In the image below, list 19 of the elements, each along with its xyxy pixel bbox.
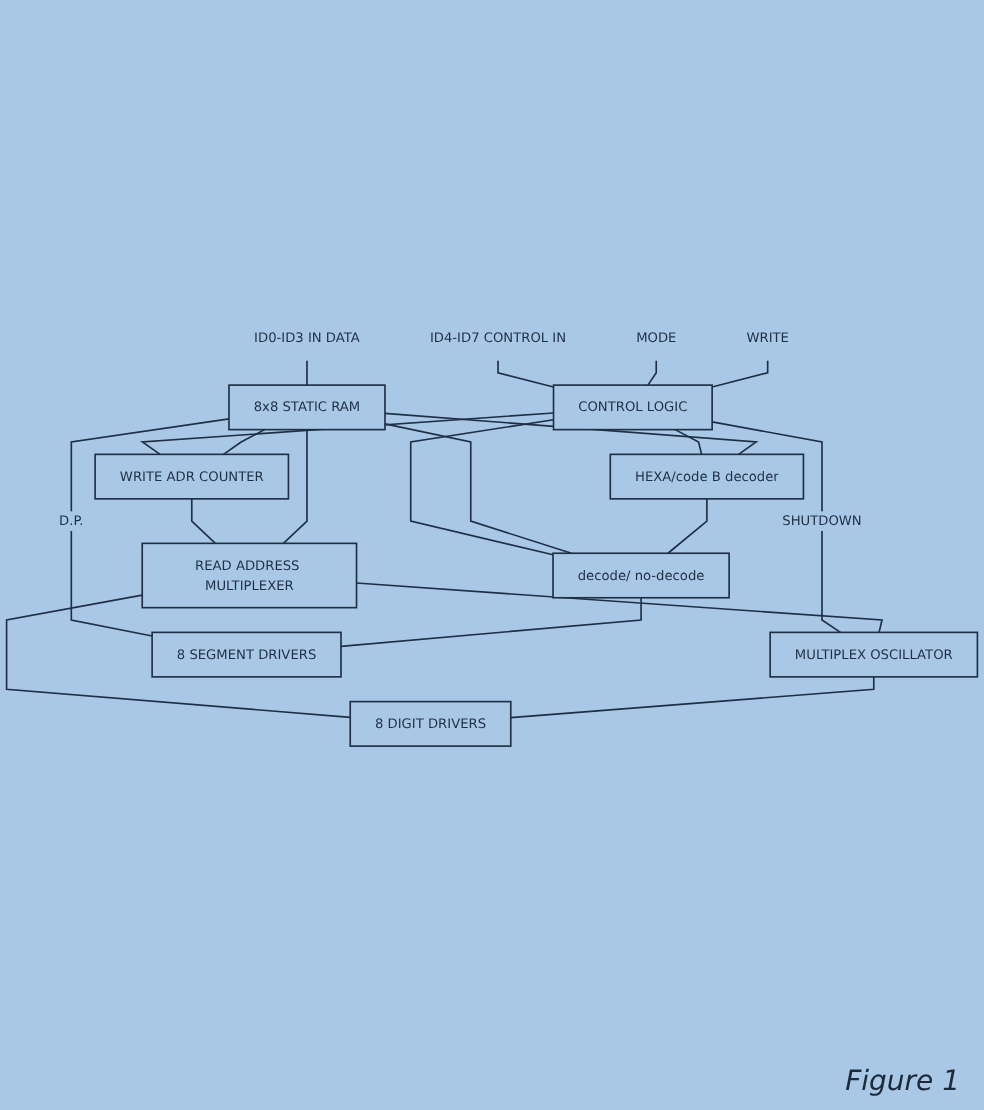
connector xyxy=(222,428,266,456)
figure-caption: Figure 1 xyxy=(845,1064,960,1102)
connector xyxy=(674,428,703,456)
connector xyxy=(5,594,352,719)
connector xyxy=(409,418,555,556)
connector xyxy=(384,412,759,456)
connector xyxy=(667,498,708,555)
connector xyxy=(509,676,875,719)
connector xyxy=(190,498,217,545)
connector xyxy=(711,421,842,634)
connector xyxy=(711,359,769,388)
connector xyxy=(355,582,884,634)
connector xyxy=(384,423,573,555)
connector xyxy=(70,418,230,637)
connector xyxy=(340,596,642,648)
connector xyxy=(282,428,308,545)
connector xyxy=(306,359,308,386)
connector xyxy=(497,359,555,388)
connector xyxy=(647,359,658,386)
